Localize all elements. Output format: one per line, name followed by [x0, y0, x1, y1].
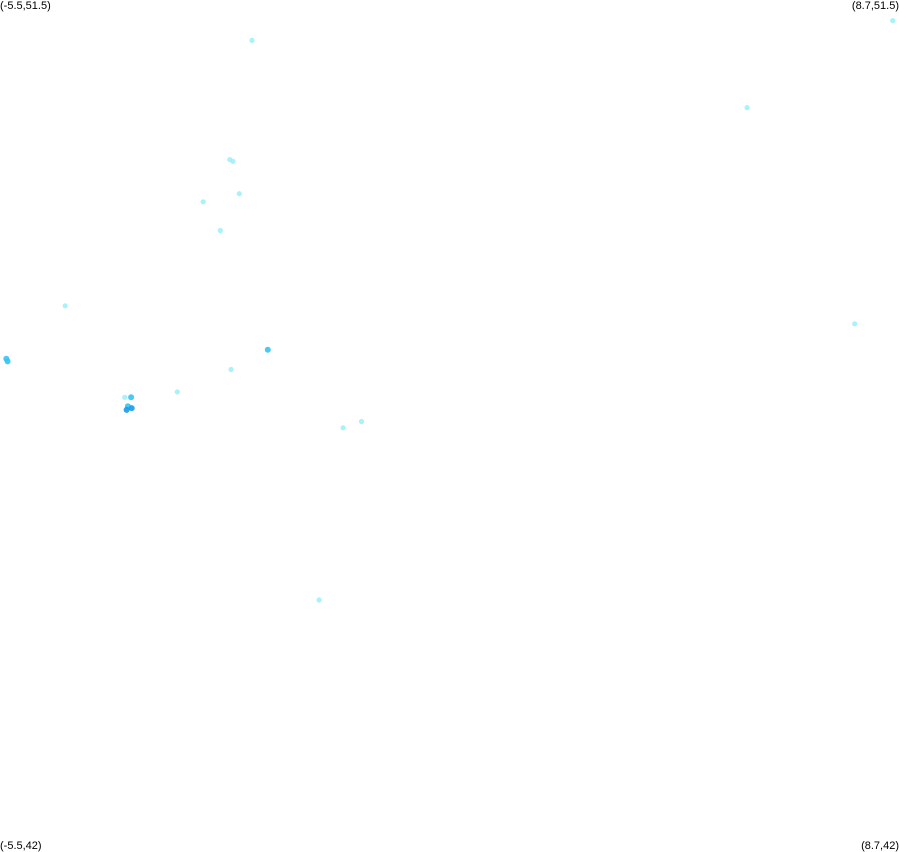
map-point-20	[358, 418, 365, 425]
map-point-18	[128, 405, 135, 412]
map-point-5	[236, 191, 242, 197]
map-point-14	[174, 389, 180, 395]
map-point-1	[890, 18, 896, 24]
map-point-16	[128, 394, 135, 401]
map-point-2	[744, 105, 750, 111]
map-point-19	[123, 406, 130, 413]
map-point-10	[264, 346, 271, 353]
map-point-4	[230, 158, 236, 164]
map-point-13	[228, 366, 234, 373]
map-point-21	[340, 425, 346, 431]
corner-label-top-right: (8.7,51.5)	[851, 0, 899, 12]
map-point-9	[852, 321, 858, 327]
map-point-15	[122, 394, 128, 400]
corner-label-top-left: (-5.5,51.5)	[0, 0, 51, 12]
map-point-6	[200, 199, 206, 205]
map-point-7	[217, 227, 223, 234]
map-point-22	[316, 597, 322, 603]
map-point-0	[249, 37, 255, 44]
map-point-8	[62, 303, 68, 309]
corner-label-bottom-right: (8.7,42)	[861, 840, 899, 852]
corner-label-bottom-left: (-5.5,42)	[0, 840, 42, 852]
map-point-12	[4, 358, 11, 365]
